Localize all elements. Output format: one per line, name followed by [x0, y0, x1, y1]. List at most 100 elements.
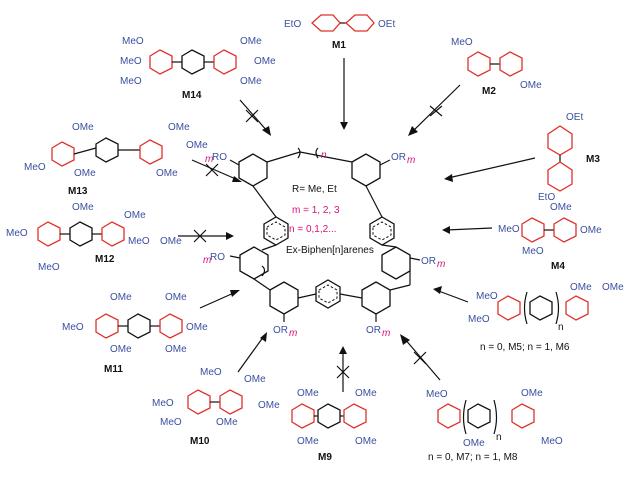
monomer-m3: OEt EtO M3: [538, 112, 600, 203]
m7-group-b: OMe: [521, 388, 543, 399]
m12-group-b: MeO: [6, 228, 28, 239]
m7-m8-label: n = 0, M7; n = 1, M8: [428, 452, 518, 463]
monomer-m7-m8: MeO n OMe OMe MeO n = 0, M7; n = 1, M8: [426, 388, 563, 463]
m3-top-group: OEt: [566, 112, 583, 123]
m11-group-e: OMe: [110, 344, 132, 355]
arrow-m5-m6: [435, 289, 469, 303]
m7-group-c: OMe: [463, 438, 485, 449]
m4-label: M4: [551, 261, 565, 272]
m1-left-group: EtO: [284, 19, 301, 30]
macro-m-br: m: [382, 328, 390, 339]
m4-bottom-group: MeO: [522, 246, 544, 257]
m11-group-a: OMe: [110, 292, 132, 303]
m9-group-a: OMe: [297, 388, 319, 399]
phenylene-right-dash: [372, 221, 392, 241]
arrow-m2: [411, 84, 461, 133]
arrow-m13: [191, 159, 239, 181]
m10-group-c: MeO: [160, 417, 182, 428]
m2-bottom-group: OMe: [520, 80, 542, 91]
monomer-m2: MeO OMe M2: [451, 37, 542, 97]
monomer-m14: MeO MeO MeO OMe OMe OMe M14: [120, 36, 276, 101]
monomer-m11: OMe OMe MeO OMe OMe OMe M11: [62, 292, 208, 375]
m1-label: M1: [332, 40, 346, 51]
n-definition: n = 0,1,2...: [289, 224, 337, 235]
m12-group-d: OMe: [124, 210, 146, 221]
m10-group-e: OMe: [258, 400, 280, 411]
arrow-m3: [447, 157, 536, 179]
macro-m-mr: m: [437, 259, 445, 270]
m11-group-f: OMe: [165, 344, 187, 355]
m-definition: m = 1, 2, 3: [292, 205, 340, 216]
macro-or-bl: OR: [273, 325, 288, 336]
arrow-m13-cross: [205, 163, 219, 177]
arrow-m2-cross: [429, 105, 443, 117]
m14-group-c: MeO: [120, 76, 142, 87]
m14-group-f: OMe: [240, 76, 262, 87]
m10-group-d: OMe: [244, 374, 266, 385]
arrow-m4: [445, 227, 493, 231]
m12-group-e: MeO: [128, 236, 150, 247]
macro-m-bl: m: [289, 328, 297, 339]
ring-bottom-left: [269, 281, 299, 315]
macro-m-tl: m: [205, 154, 213, 165]
m5-group-b: MeO: [468, 314, 490, 325]
arrow-m14: [239, 99, 269, 133]
m5-group-d: OMe: [602, 282, 624, 293]
ring-top-left: [238, 153, 268, 187]
monomer-m1: EtO OEt M1: [284, 14, 395, 51]
m5-group-a: MeO: [476, 291, 498, 302]
arrow-m7-cross: [413, 351, 427, 365]
m13-group-d: OMe: [186, 140, 208, 151]
m13-label: M13: [68, 186, 88, 197]
m12-group-c: MeO: [38, 262, 60, 273]
m5-n: n: [558, 322, 564, 333]
m14-group-e: OMe: [254, 56, 276, 67]
m7-group-a: MeO: [426, 389, 448, 400]
arrow-m7-m8: [403, 337, 441, 381]
macro-ro-ml: RO: [210, 252, 225, 263]
phenylene-bottom-dash: [318, 284, 338, 304]
ring-top-right: [351, 153, 381, 187]
monomer-m13: OMe OMe MeO OMe OMe OMe M13: [24, 122, 208, 197]
phenylene-left: [263, 216, 289, 246]
m7-group-d: MeO: [541, 436, 563, 447]
m2-top-group: MeO: [451, 37, 473, 48]
ring-bottom-right: [361, 281, 391, 315]
m13-group-a: OMe: [72, 122, 94, 133]
arrow-m10: [237, 335, 265, 373]
macro-or-mr: OR: [421, 256, 436, 267]
m13-group-e: OMe: [74, 168, 96, 179]
m4-right-group: OMe: [580, 225, 602, 236]
macro-m-ml: m: [203, 255, 211, 266]
m14-label: M14: [182, 90, 202, 101]
m9-label: M9: [318, 452, 332, 463]
m4-top-group: OMe: [550, 202, 572, 213]
m11-group-c: OMe: [165, 292, 187, 303]
macro-or-br: OR: [366, 325, 381, 336]
arrow-m9-cross: [336, 365, 350, 379]
macrocycle-name: Ex-Biphen[n]arenes: [286, 245, 374, 256]
m7-n: n: [496, 432, 502, 443]
m13-group-c: MeO: [24, 162, 46, 173]
m4-left-group: MeO: [498, 224, 520, 235]
m14-group-b: MeO: [120, 56, 142, 67]
m9-group-c: OMe: [297, 436, 319, 447]
monomer-m9: OMe OMe OMe OMe M9: [291, 388, 377, 463]
ring-mid-left: [239, 246, 269, 280]
arrow-m11: [199, 291, 237, 309]
m12-group-a: OMe: [72, 202, 94, 213]
m3-bottom-group: EtO: [538, 192, 555, 203]
m13-group-b: OMe: [168, 122, 190, 133]
m2-label: M2: [482, 86, 496, 97]
m11-group-b: MeO: [62, 322, 84, 333]
m14-group-a: MeO: [122, 36, 144, 47]
macro-m-tr: m: [407, 155, 415, 166]
phenylene-left-dash: [266, 221, 286, 241]
m1-right-group: OEt: [378, 19, 395, 30]
r-definition: R= Me, Et: [292, 184, 337, 195]
m11-group-d: OMe: [186, 322, 208, 333]
m12-label: M12: [95, 254, 115, 265]
m13-group-f: OMe: [156, 168, 178, 179]
